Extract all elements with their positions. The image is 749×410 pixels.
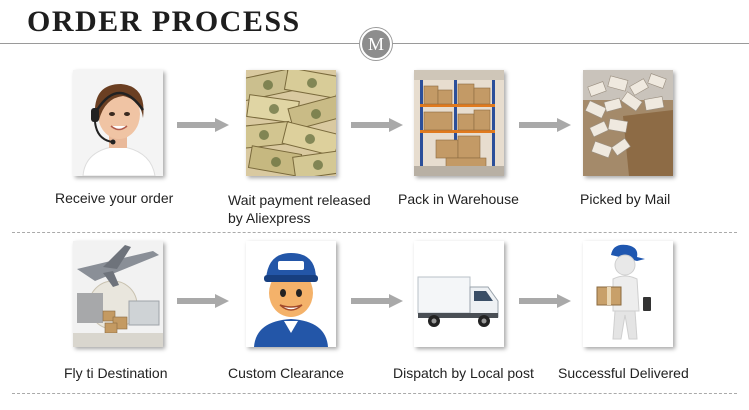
bottom-divider (12, 393, 737, 394)
cargo-airplane-icon (73, 241, 163, 347)
flow-arrow-4 (177, 294, 229, 308)
step-label-wait-payment: Wait payment released (228, 192, 371, 208)
step-card-receive-order (73, 70, 163, 176)
step-card-picked-mail (583, 70, 673, 176)
flow-arrow-6 (519, 294, 571, 308)
step-label-successful-delivered: Successful Delivered (558, 365, 689, 381)
step-card-custom-clearance (246, 241, 336, 347)
step-card-dispatch-local (414, 241, 504, 347)
step-label-fly-destination: Fly ti Destination (64, 365, 168, 381)
step-label-wait-payment-line2: by Aliexpress (228, 210, 311, 226)
flow-arrow-3 (519, 118, 571, 132)
flow-arrow-1 (177, 118, 229, 132)
step-label-receive-order: Receive your order (55, 190, 174, 206)
page-title: ORDER PROCESS (27, 5, 301, 38)
warehouse-shelves-icon (414, 70, 504, 176)
step-card-fly-destination (73, 241, 163, 347)
step-card-successful-delivered (583, 241, 673, 347)
flow-arrow-5 (351, 294, 403, 308)
step-label-custom-clearance: Custom Clearance (228, 365, 344, 381)
flow-arrow-2 (351, 118, 403, 132)
customer-service-operator-icon (73, 70, 163, 176)
money-stack-icon (246, 70, 336, 176)
step-label-picked-mail: Picked by Mail (580, 191, 671, 207)
courier-with-package-icon (583, 241, 673, 347)
mail-parcels-icon (583, 70, 673, 176)
delivery-truck-icon (414, 241, 504, 347)
row-divider (12, 232, 737, 233)
step-label-pack-warehouse: Pack in Warehouse (398, 191, 519, 207)
step-card-wait-payment (246, 70, 336, 176)
step-card-pack-warehouse (414, 70, 504, 176)
customs-officer-icon (246, 241, 336, 347)
step-label-dispatch-local: Dispatch by Local post (393, 365, 534, 381)
brand-logo-badge: M (360, 28, 392, 60)
